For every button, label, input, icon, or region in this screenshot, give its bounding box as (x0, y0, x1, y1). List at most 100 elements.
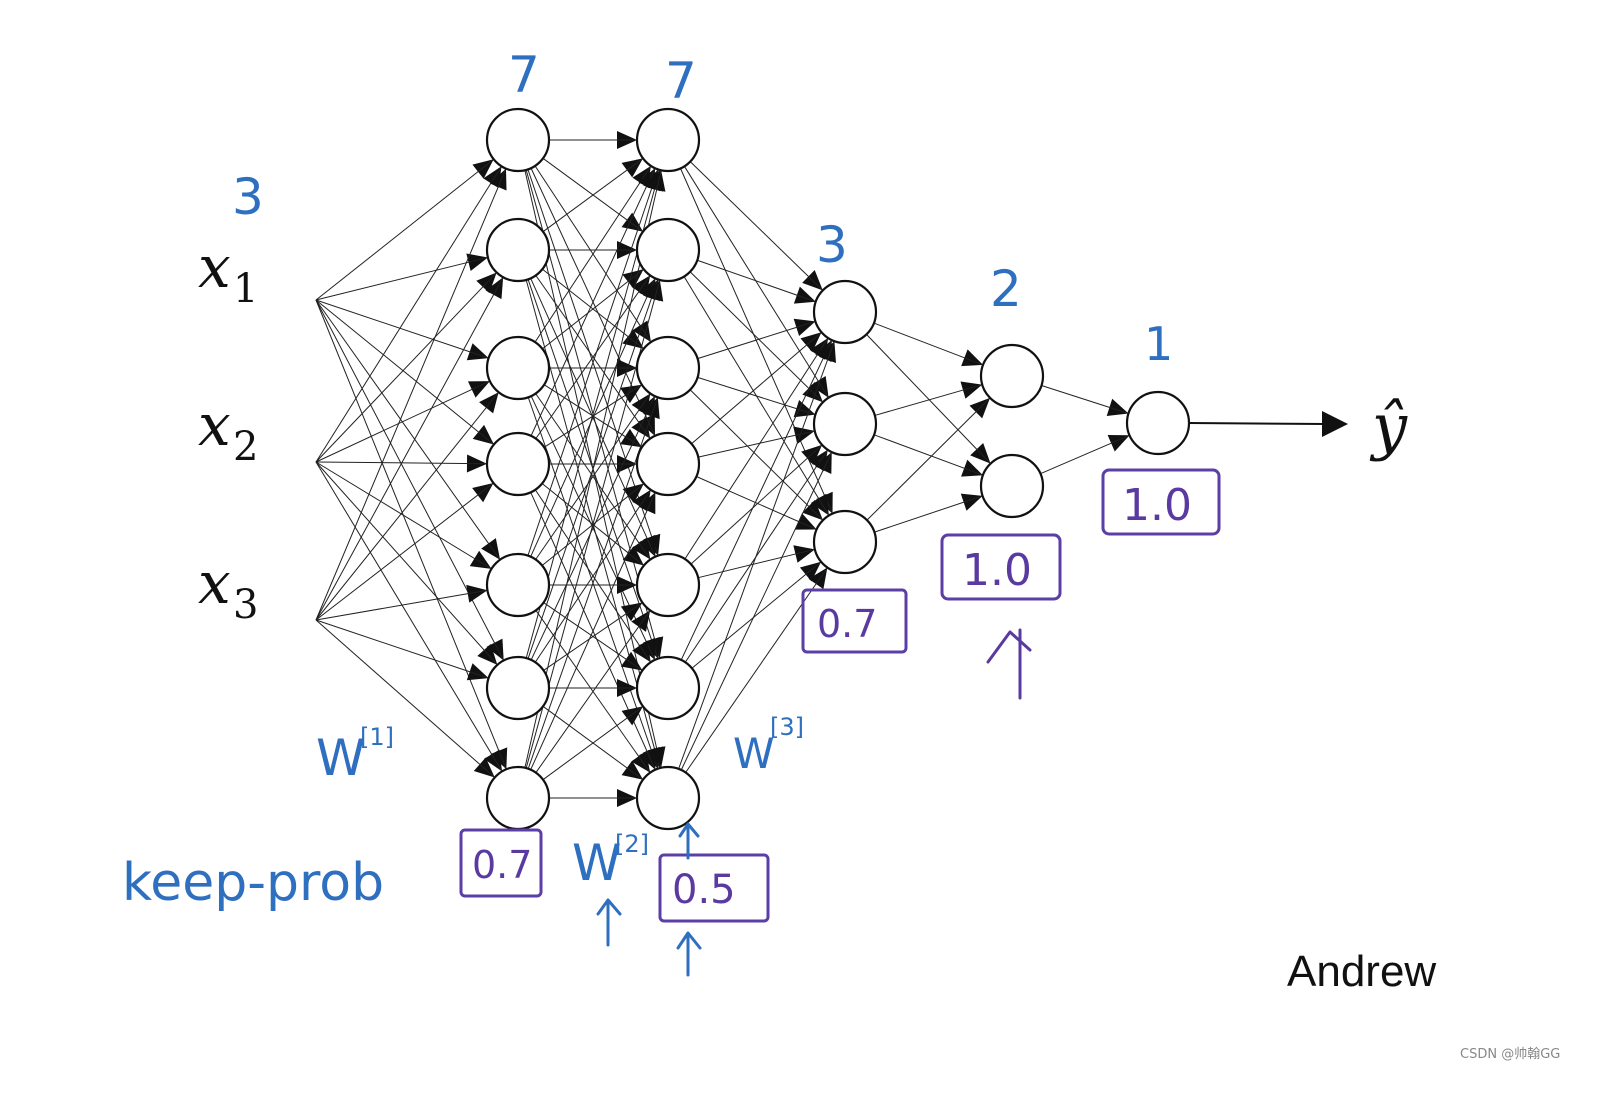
arrowhead-in0-l1n1 (466, 253, 488, 271)
edge-l4n0-l5n0 (1041, 385, 1129, 414)
neuron-layer3-3 (812, 509, 878, 575)
neuron-layer2-7 (635, 765, 701, 831)
arrowhead-l2n3-l3n2 (794, 513, 817, 530)
neuron-layer3-1 (812, 279, 878, 345)
arrowhead-l2n4-l3n2 (793, 545, 815, 563)
edge-l1n5-l2n2 (530, 395, 656, 661)
edge-l2n4-l3n2 (698, 548, 815, 579)
edge-in0-l1n0 (315, 158, 495, 301)
neuron-layer4-1 (979, 343, 1045, 409)
edge-in1-l1n4 (315, 461, 492, 570)
edge-l3n2-l4n1 (874, 495, 983, 533)
svg-text:0.7: 0.7 (472, 843, 532, 887)
neuron-layer3-2 (812, 391, 878, 457)
arrowhead-in1-l1n4 (469, 550, 492, 569)
arrowhead-in2-l1n4 (466, 584, 488, 603)
footer-author: Andrew (1287, 947, 1436, 996)
pointer-arrow-keep-prob-0.5 (676, 931, 702, 977)
arrowhead-l4n1-l5n0 (1107, 434, 1130, 452)
edge-l3n1-l4n0 (874, 384, 983, 416)
weight-note-w2: W [2] (572, 830, 649, 892)
edges-layer (315, 131, 1130, 807)
edge-l1n6-l2n5 (542, 705, 644, 781)
edge-l2n6-l3n0 (678, 340, 835, 770)
edge-l2n4-l3n1 (690, 444, 823, 565)
input-size-note: 3 (232, 168, 264, 226)
edge-in2-l1n2 (315, 391, 500, 621)
input-label-x3: x 3 (198, 549, 258, 628)
arrowhead-l2n6-l3n1 (815, 452, 832, 474)
neuron-layer1-5 (485, 552, 551, 618)
edge-l1n6-l2n2 (527, 397, 659, 769)
keep-prob-box-layer5: 1.0 (1101, 468, 1221, 536)
svg-text:1: 1 (233, 266, 258, 312)
edge-in1-l1n0 (315, 165, 502, 463)
neuron-layer1-6 (485, 655, 551, 721)
edge-l2n5-l3n0 (680, 339, 833, 661)
edge-l1n1-l2n0 (542, 157, 644, 233)
arrowhead-l2n1-l3n2 (810, 493, 829, 516)
layer3-size-note: 3 (816, 216, 848, 274)
edge-l2n5-l3n2 (691, 561, 822, 669)
svg-text:0.5: 0.5 (672, 867, 736, 913)
arrowhead-l1n0-l2n1 (621, 212, 644, 232)
edge-l1n6-l2n3 (530, 492, 656, 770)
arrowhead-l3n0-l4n0 (961, 349, 984, 367)
edge-in1-l1n5 (315, 461, 498, 666)
edge-in0-l1n3 (315, 299, 495, 445)
svg-text:x: x (198, 549, 231, 617)
edge-l2n0-l3n1 (683, 166, 830, 398)
svg-text:[1]: [1] (360, 723, 394, 751)
edge-l1n3-l2n0 (530, 167, 656, 437)
edge-in0-l1n6 (315, 299, 507, 770)
arrowhead-l2n0-l3n1 (810, 375, 829, 398)
keep-prob-box-layer1: 0.7 (459, 828, 543, 898)
input-label-x1: x 1 (198, 233, 258, 312)
neuron-layer2-3 (635, 335, 701, 401)
svg-text:0.7: 0.7 (817, 602, 877, 646)
edge-l1n4-l2n0 (527, 169, 659, 556)
arrowhead-in2-l1n1 (485, 277, 504, 300)
svg-text:1.0: 1.0 (962, 545, 1032, 596)
arrowhead-l1n4-l2n6 (631, 751, 651, 773)
keep-prob-box-layer3: 0.7 (801, 588, 908, 654)
arrowhead-l1n2-l2n1 (622, 269, 644, 289)
edge-l2n2-l3n2 (689, 389, 824, 521)
svg-text:W: W (572, 834, 621, 892)
edge-in2-l1n6 (315, 619, 496, 778)
pointer-arrow-small-top (678, 822, 700, 860)
svg-text:W: W (316, 729, 365, 787)
edge-l1n6-l2n4 (535, 610, 651, 773)
edge-in1-l1n6 (315, 461, 503, 772)
edge-l2n3-l3n2 (696, 476, 817, 530)
edge-l1n2-l2n1 (542, 268, 644, 350)
arrowhead-in1-l1n2 (467, 381, 490, 398)
arrowhead-in0-l1n5 (486, 638, 504, 661)
edge-l3n0-l4n0 (873, 322, 984, 366)
layer4-size-note: 2 (990, 260, 1022, 318)
neuron-layer1-1 (485, 107, 551, 173)
arrowhead-in0-l1n4 (481, 538, 501, 560)
svg-text:3: 3 (233, 582, 258, 628)
edge-l2n1-l3n0 (697, 259, 816, 303)
neuron-layer2-2 (635, 217, 701, 283)
arrowhead-in2-l1n3 (472, 482, 494, 503)
edge-l3n2-l4n0 (866, 397, 991, 521)
edge-l2n2-l3n1 (697, 376, 816, 416)
edge-l1n4-l2n2 (535, 393, 651, 560)
edge-in0-l1n2 (315, 299, 489, 359)
neuron-layer1-7 (485, 765, 551, 831)
edge-l3n1-l4n1 (873, 434, 984, 476)
arrowhead-in1-l1n6 (484, 749, 503, 772)
arrowhead-l1n6-l2n4 (631, 610, 651, 632)
edge-in0-l1n1 (315, 256, 489, 301)
edge-in2-l1n4 (315, 589, 488, 621)
weight-note-w3: W [3] (733, 713, 804, 778)
svg-text:1.0: 1.0 (1122, 480, 1192, 531)
edge-l2n3-l3n1 (698, 430, 815, 458)
neuron-layer1-3 (485, 335, 551, 401)
arrowhead-l1n6-l2n1 (645, 279, 664, 302)
weight-note-w1: W [1] (316, 723, 394, 787)
arrowhead-l3n1-l4n1 (961, 459, 983, 477)
arrowhead-l1n6-l2n5 (621, 706, 644, 726)
